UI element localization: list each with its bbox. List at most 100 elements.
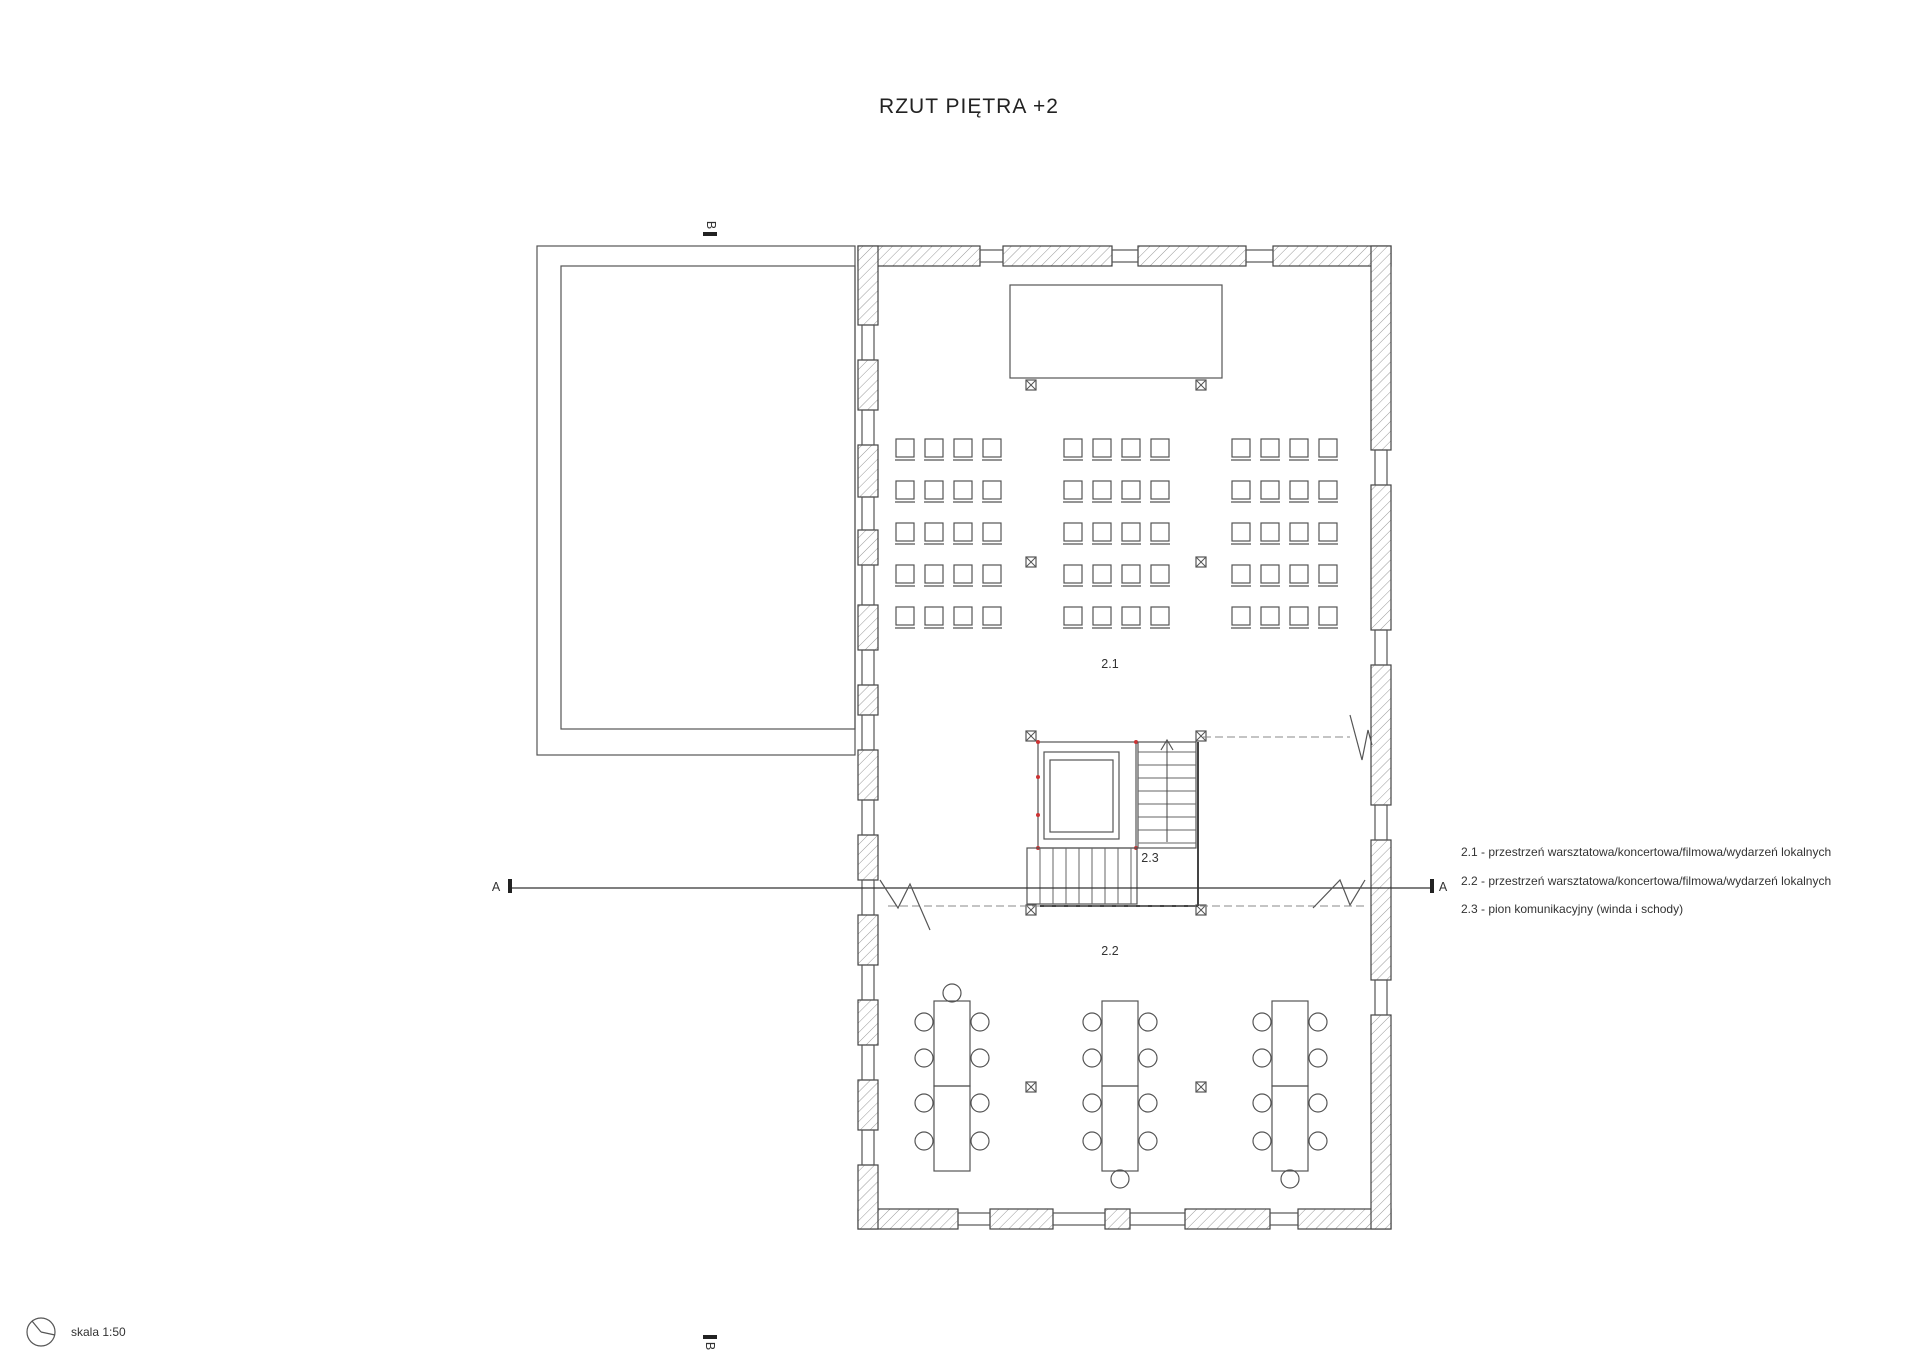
chair-icon [1231, 438, 1251, 461]
chair-icon [1063, 438, 1083, 461]
chair-icon [895, 438, 915, 461]
stool-icon [1138, 1131, 1158, 1151]
chair-icon [1121, 606, 1141, 629]
chair-icon [924, 438, 944, 461]
column-icon [1195, 1081, 1207, 1093]
stage [1009, 284, 1223, 379]
column-icon [1195, 556, 1207, 568]
stool-icon [1138, 1048, 1158, 1068]
window [1374, 449, 1388, 486]
chair-grid [895, 438, 1338, 629]
stool-icon [1252, 1131, 1272, 1151]
stool-icon [970, 1048, 990, 1068]
legend-item-2-3: 2.3 - pion komunikacyjny (winda i schody… [1461, 902, 1683, 916]
chair-icon [982, 564, 1002, 587]
window [861, 1044, 875, 1081]
chair-icon [1121, 522, 1141, 545]
chair-icon [895, 564, 915, 587]
room-label-2-3: 2.3 [1141, 851, 1158, 865]
wall-segment [1104, 1208, 1131, 1230]
chair-icon [1121, 438, 1141, 461]
window [1111, 249, 1139, 263]
chair-icon [1092, 606, 1112, 629]
room-label-2-2: 2.2 [1101, 944, 1118, 958]
column-icon [1025, 379, 1037, 391]
wall-segment [1370, 484, 1392, 631]
chair-icon [1092, 438, 1112, 461]
chair-icon [1092, 564, 1112, 587]
window [861, 496, 875, 531]
chair-icon [895, 522, 915, 545]
wall-segment [857, 1164, 879, 1230]
chair-icon [895, 480, 915, 503]
window [1245, 249, 1274, 263]
chair-icon [1318, 438, 1338, 461]
section-mark-b-top: B [704, 221, 718, 229]
chair-icon [953, 480, 973, 503]
chair-icon [1092, 480, 1112, 503]
window [1374, 629, 1388, 666]
chair-icon [1092, 522, 1112, 545]
wall-segment [1370, 664, 1392, 806]
stool-icon [1082, 1048, 1102, 1068]
wall-segment [857, 444, 879, 498]
window [1129, 1212, 1186, 1226]
table-icon [1271, 1000, 1309, 1172]
chair-icon [924, 606, 944, 629]
chair-icon [1150, 438, 1170, 461]
chair-icon [1063, 564, 1083, 587]
chair-icon [982, 480, 1002, 503]
window [861, 799, 875, 836]
wall-segment [1370, 245, 1392, 451]
stool-icon [914, 1048, 934, 1068]
column-icon [1025, 904, 1037, 916]
chair-icon [1150, 480, 1170, 503]
stool-icon [1252, 1093, 1272, 1113]
wall-segment [857, 834, 879, 881]
wall-segment [857, 1079, 879, 1131]
chair-icon [1121, 564, 1141, 587]
window [861, 649, 875, 686]
chair-icon [1231, 480, 1251, 503]
north-arrow-icon [26, 1317, 56, 1347]
chair-icon [1318, 480, 1338, 503]
chair-icon [1150, 522, 1170, 545]
chair-icon [982, 606, 1002, 629]
column-icon [1195, 730, 1207, 742]
stool-icon [1308, 1131, 1328, 1151]
chair-icon [1318, 564, 1338, 587]
stool-icon [1082, 1131, 1102, 1151]
chair-icon [1289, 438, 1309, 461]
chair-icon [1063, 522, 1083, 545]
stool-icon [1082, 1012, 1102, 1032]
window [861, 964, 875, 1001]
wall-segment [857, 529, 879, 566]
chair-icon [953, 606, 973, 629]
chair-icon [1231, 522, 1251, 545]
chair-icon [1121, 480, 1141, 503]
chair-icon [1289, 480, 1309, 503]
chair-icon [1289, 606, 1309, 629]
drawing-title: RZUT PIĘTRA +2 [879, 95, 1059, 118]
columns [1025, 379, 1207, 1093]
chair-icon [1318, 522, 1338, 545]
wall-segment [857, 914, 879, 966]
stool-icon [970, 1093, 990, 1113]
chair-icon [1289, 564, 1309, 587]
wall-segment [1137, 245, 1247, 267]
stool-icon [1110, 1169, 1130, 1189]
chair-icon [1260, 438, 1280, 461]
room-label-2-1: 2.1 [1101, 657, 1118, 671]
elevator-icon [1036, 740, 1138, 850]
stool-icon [1082, 1093, 1102, 1113]
wall-segment [857, 999, 879, 1046]
stool-icon [970, 1012, 990, 1032]
window [861, 409, 875, 446]
wall-segment [1184, 1208, 1271, 1230]
stool-icon [1308, 1012, 1328, 1032]
stool-icon [1138, 1093, 1158, 1113]
chair-icon [924, 480, 944, 503]
stool-icon [970, 1131, 990, 1151]
chair-icon [982, 438, 1002, 461]
